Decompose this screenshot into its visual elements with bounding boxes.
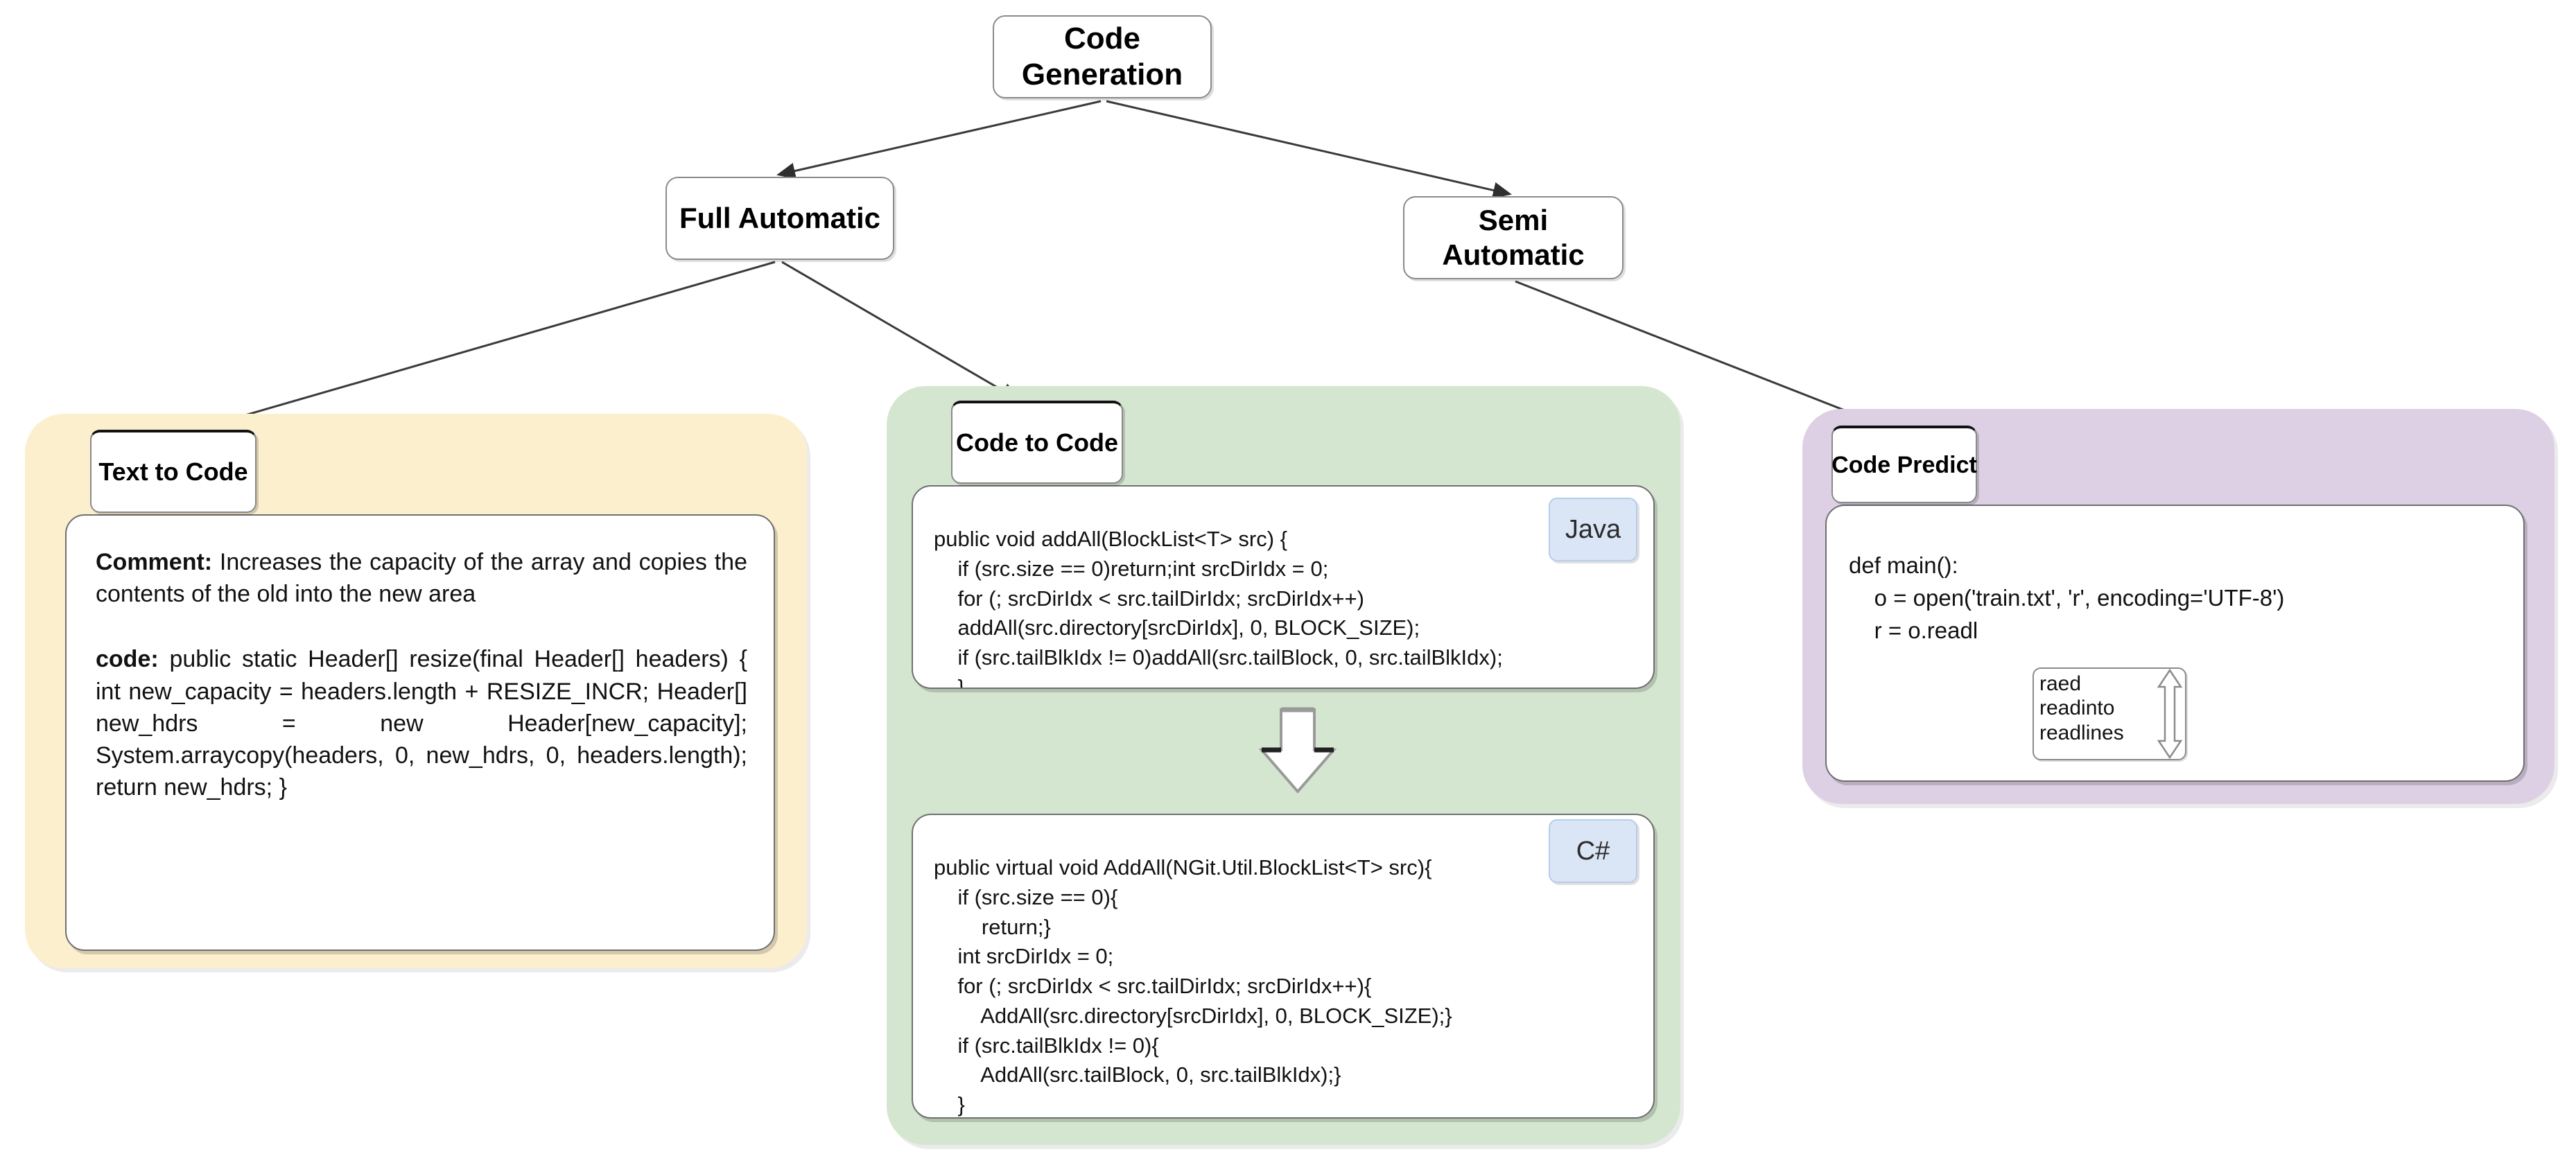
edge-root-to-full-automatic — [776, 100, 1102, 180]
autocomplete-list[interactable]: raed readinto readlines — [2034, 669, 2155, 759]
csharp-target-code: public virtual void AddAll(NGit.Util.Blo… — [934, 855, 1452, 1117]
chip-text-to-code-label: Text to Code — [98, 457, 248, 486]
badge-language-java: Java — [1549, 498, 1637, 561]
badge-java-label: Java — [1565, 514, 1621, 544]
card-text-to-code-example: Comment: Increases the capacity of the a… — [65, 514, 775, 951]
autocomplete-popup[interactable]: raed readinto readlines — [2033, 667, 2186, 760]
node-semi-automatic-label: Semi Automatic — [1442, 204, 1585, 271]
card-java-source: public void addAll(BlockList<T> src) { i… — [912, 485, 1655, 689]
double-arrow-vertical-icon[interactable] — [2155, 669, 2185, 759]
edge-full-automatic-to-code-to-code — [781, 261, 1020, 401]
autocomplete-item[interactable]: readlines — [2039, 721, 2124, 744]
node-full-automatic[interactable]: Full Automatic — [665, 177, 894, 260]
code-text: public static Header[] resize(final Head… — [96, 646, 747, 801]
python-source-code: def main(): o = open('train.txt', 'r', e… — [1849, 552, 2285, 643]
comment-text: Increases the capacity of the array and … — [96, 549, 747, 608]
java-source-code: public void addAll(BlockList<T> src) { i… — [934, 527, 1503, 689]
chip-code-predict-label: Code Predict — [1831, 451, 1977, 478]
node-full-automatic-label: Full Automatic — [679, 202, 881, 235]
transform-down-arrow-icon — [1258, 707, 1337, 794]
code-label: code: — [96, 646, 159, 673]
text-to-code-prose: Comment: Increases the capacity of the a… — [96, 546, 747, 804]
comment-label: Comment: — [96, 549, 213, 575]
autocomplete-scrollbar[interactable] — [2155, 669, 2185, 759]
text-to-code-comment-paragraph: Comment: Increases the capacity of the a… — [96, 546, 747, 610]
chip-code-predict[interactable]: Code Predict — [1831, 426, 1977, 503]
chip-code-to-code-label: Code to Code — [956, 428, 1118, 457]
badge-csharp-label: C# — [1576, 836, 1610, 866]
chip-text-to-code[interactable]: Text to Code — [90, 430, 256, 513]
edge-full-automatic-to-text-to-code — [198, 261, 776, 432]
badge-language-csharp: C# — [1549, 819, 1637, 883]
edge-root-to-semi-automatic — [1106, 100, 1512, 199]
node-semi-automatic[interactable]: Semi Automatic — [1403, 196, 1624, 279]
autocomplete-item[interactable]: readinto — [2039, 697, 2115, 720]
text-to-code-code-paragraph: code: public static Header[] resize(fina… — [96, 643, 747, 803]
chip-code-to-code[interactable]: Code to Code — [951, 401, 1123, 484]
autocomplete-item[interactable]: raed — [2039, 672, 2082, 695]
card-csharp-target: public virtual void AddAll(NGit.Util.Blo… — [912, 814, 1655, 1119]
